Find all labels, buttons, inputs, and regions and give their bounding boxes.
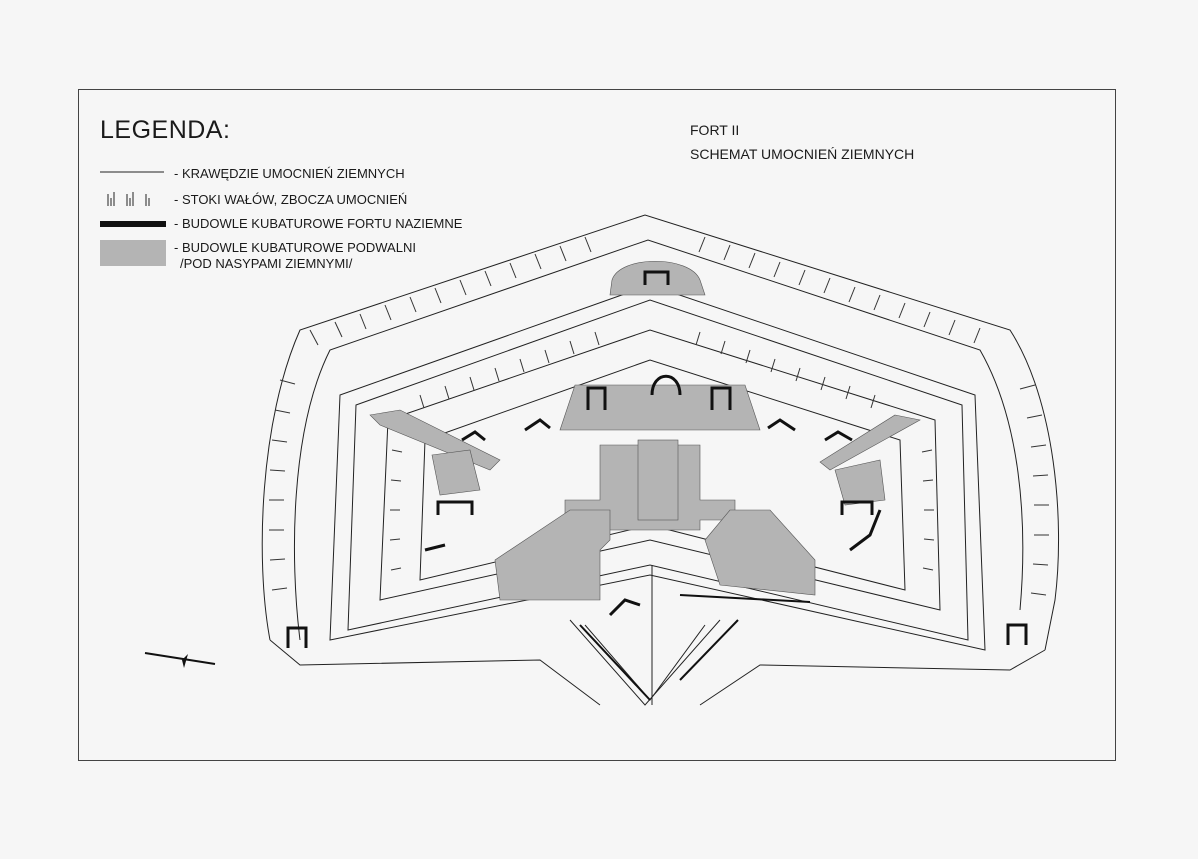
hatch-ditch-flanks <box>389 449 935 571</box>
head-bastion <box>643 270 670 285</box>
right-casemate-2 <box>824 430 853 442</box>
legend-item-label: - STOKI WAŁÓW, ZBOCZA UMOCNIEŃ <box>174 192 408 207</box>
glacis-inner <box>293 239 1024 641</box>
gray-fill-symbol <box>100 240 166 266</box>
thick-black-line-symbol <box>100 221 166 227</box>
legend-item-label: - BUDOWLE KUBATUROWE PODWALNI <box>174 240 416 255</box>
left-casemate-1 <box>461 430 486 442</box>
front-building-center <box>650 374 682 396</box>
left-flank-block <box>431 449 481 496</box>
hatch-right-flank <box>1019 384 1049 596</box>
outer-ditch-edge <box>329 284 986 651</box>
drawing-frame <box>78 89 1116 761</box>
right-corner-blockhouse <box>1006 623 1028 645</box>
left-corner-blockhouse <box>286 626 308 648</box>
right-flank-block <box>834 459 886 506</box>
gorge-caponier <box>608 598 641 617</box>
left-flank-casemate <box>436 500 474 515</box>
right-flank-path <box>849 509 882 552</box>
right-gorge-block <box>704 509 816 596</box>
gorge-road <box>569 619 721 706</box>
front-casemate <box>559 384 761 431</box>
hatch-left-glacis <box>309 236 592 346</box>
right-casemate-1 <box>767 418 796 432</box>
legend-item-label: - KRAWĘDZIE UMOCNIEŃ ZIEMNYCH <box>174 166 405 181</box>
above-ground-buildings <box>286 270 1028 701</box>
title-block: FORT II SCHEMAT UMOCNIEŃ ZIEMNYCH <box>690 118 914 166</box>
left-gorge-block <box>494 509 611 601</box>
gorge-road-2 <box>584 624 706 701</box>
thin-line-symbol <box>100 171 164 173</box>
right-flank-casemate <box>840 500 874 515</box>
gorge-entrance <box>679 594 811 603</box>
hatch-inner-ramparts <box>419 331 876 409</box>
underground-buildings <box>369 260 921 601</box>
caponier-left-outline <box>269 639 601 706</box>
right-traverse <box>819 414 921 471</box>
gorge-wall-left <box>579 624 651 701</box>
central-court <box>637 439 679 521</box>
front-building-right <box>710 386 732 410</box>
left-casemate-2 <box>524 418 551 432</box>
legend-item-label-continued: /POD NASYPAMI ZIEMNYMI/ <box>180 256 353 271</box>
north-arrow-icon <box>144 652 216 668</box>
inner-ditch-edge <box>347 299 969 641</box>
left-flank-path <box>424 543 446 552</box>
fort-name: FORT II <box>690 122 740 138</box>
glacis-outline <box>261 214 1060 651</box>
front-building-left <box>586 386 607 410</box>
hatch-right-glacis <box>698 236 981 344</box>
hatch-ticks-symbol <box>107 192 150 206</box>
caponier-right-outline <box>699 649 1046 706</box>
legend-item-label: - BUDOWLE KUBATUROWE FORTU NAZIEMNE <box>174 216 463 231</box>
head-caponier <box>609 260 706 296</box>
hatch-left-flank <box>269 379 296 591</box>
legend-title: LEGENDA: <box>100 116 231 144</box>
gorge-wall-right <box>679 619 739 681</box>
scheme-title: SCHEMAT UMOCNIEŃ ZIEMNYCH <box>690 146 915 162</box>
slope-hatching <box>269 236 1049 596</box>
